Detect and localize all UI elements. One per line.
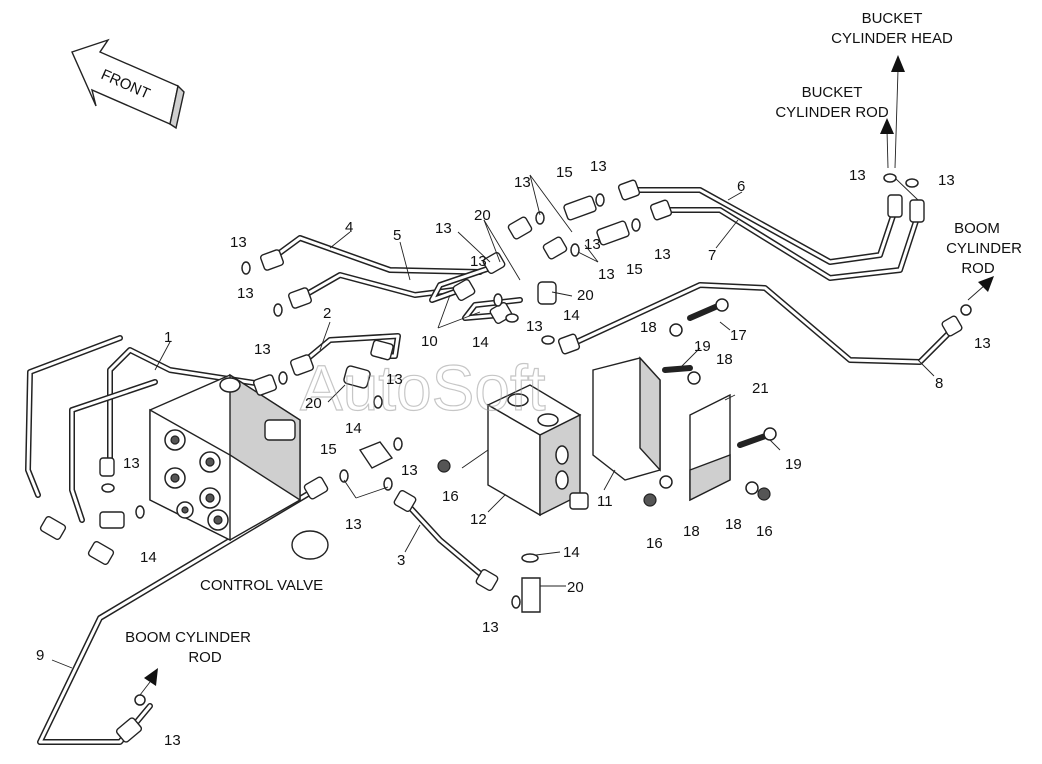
- callout-6: 6: [737, 178, 745, 195]
- watermark: AutoSoft: [300, 352, 546, 424]
- boom-rod-left-caption-1: BOOM CYLINDER: [125, 629, 251, 646]
- callout-20: 20: [567, 579, 584, 596]
- callout-13: 13: [386, 371, 403, 388]
- callout-13: 13: [237, 285, 254, 302]
- callout-13: 13: [345, 516, 362, 533]
- pipe-4: [267, 235, 483, 275]
- callout-18: 18: [725, 516, 742, 533]
- callout-13: 13: [584, 236, 601, 253]
- callout-11: 11: [597, 493, 613, 510]
- callout-20: 20: [305, 395, 322, 412]
- callout-13: 13: [470, 253, 487, 270]
- bucket-head-caption-2: CYLINDER HEAD: [831, 30, 953, 47]
- callout-8: 8: [935, 375, 943, 392]
- bracket-11: [592, 356, 661, 481]
- callout-21: 21: [752, 380, 769, 397]
- boom-rod-right-caption-2: CYLINDER: [946, 240, 1022, 257]
- plate-21: [689, 393, 731, 502]
- callout-13: 13: [164, 732, 181, 749]
- callout-13: 13: [254, 341, 271, 358]
- callout-2: 2: [323, 305, 331, 322]
- callout-18: 18: [683, 523, 700, 540]
- callout-13: 13: [849, 167, 866, 184]
- callout-14: 14: [140, 549, 157, 566]
- callout-13: 13: [974, 335, 991, 352]
- callout-13: 13: [590, 158, 607, 175]
- callout-13: 13: [401, 462, 418, 479]
- bucket-head-caption-1: BUCKET: [862, 10, 923, 27]
- callout-5: 5: [393, 227, 401, 244]
- fasteners: [437, 298, 777, 507]
- leader-lines: [51, 174, 935, 669]
- flow-arrows: [139, 55, 994, 696]
- callout-15: 15: [556, 164, 573, 181]
- callout-14: 14: [563, 307, 580, 324]
- callout-20: 20: [577, 287, 594, 304]
- callout-13: 13: [230, 234, 247, 251]
- callouts: 1 2 3 4 5 6 7 8 9 10 11 12 13 13 13 13 1…: [36, 158, 991, 749]
- callout-13: 13: [514, 174, 531, 191]
- pipe-8: [567, 282, 955, 365]
- callout-14: 14: [345, 420, 362, 437]
- callout-13: 13: [482, 619, 499, 636]
- callout-15: 15: [626, 261, 643, 278]
- o-rings: [101, 173, 972, 706]
- callout-14: 14: [472, 334, 489, 351]
- callout-17: 17: [730, 327, 747, 344]
- fittings: [39, 179, 963, 743]
- callout-13: 13: [435, 220, 452, 237]
- pipe-9: [37, 485, 321, 745]
- callout-18: 18: [716, 351, 733, 368]
- callout-7: 7: [708, 247, 716, 264]
- callout-18: 18: [640, 319, 657, 336]
- callout-14: 14: [563, 544, 580, 561]
- callout-16: 16: [756, 523, 773, 540]
- valve-block-12: [486, 384, 589, 517]
- control-valve-caption: CONTROL VALVE: [200, 577, 323, 594]
- bucket-rod-caption-1: BUCKET: [802, 84, 863, 101]
- callout-1: 1: [164, 329, 172, 346]
- callout-3: 3: [397, 552, 405, 569]
- pipes: [25, 177, 955, 745]
- callout-15: 15: [320, 441, 337, 458]
- callout-13: 13: [938, 172, 955, 189]
- callout-13: 13: [123, 455, 140, 472]
- callout-9: 9: [36, 647, 44, 664]
- captions: CONTROL VALVE BUCKET CYLINDER HEAD BUCKE…: [125, 10, 1022, 666]
- pipe-7: [659, 207, 921, 281]
- callout-13: 13: [654, 246, 671, 263]
- callout-4: 4: [345, 219, 353, 236]
- callout-16: 16: [646, 535, 663, 552]
- boom-rod-right-caption-1: BOOM: [954, 220, 1000, 237]
- control-valve: [149, 373, 329, 560]
- front-arrow: FRONT: [71, 38, 185, 130]
- callout-19: 19: [694, 338, 711, 355]
- callout-13: 13: [598, 266, 615, 283]
- boom-rod-left-caption-2: ROD: [188, 649, 222, 666]
- callout-10: 10: [421, 333, 438, 350]
- boom-rod-right-caption-3: ROD: [961, 260, 995, 277]
- pipe-left-loop-b: [69, 379, 158, 523]
- callout-19: 19: [785, 456, 802, 473]
- bucket-rod-caption-2: CYLINDER ROD: [775, 104, 889, 121]
- callout-20: 20: [474, 207, 491, 224]
- callout-12: 12: [470, 511, 487, 528]
- callout-16: 16: [442, 488, 459, 505]
- callout-13: 13: [526, 318, 543, 335]
